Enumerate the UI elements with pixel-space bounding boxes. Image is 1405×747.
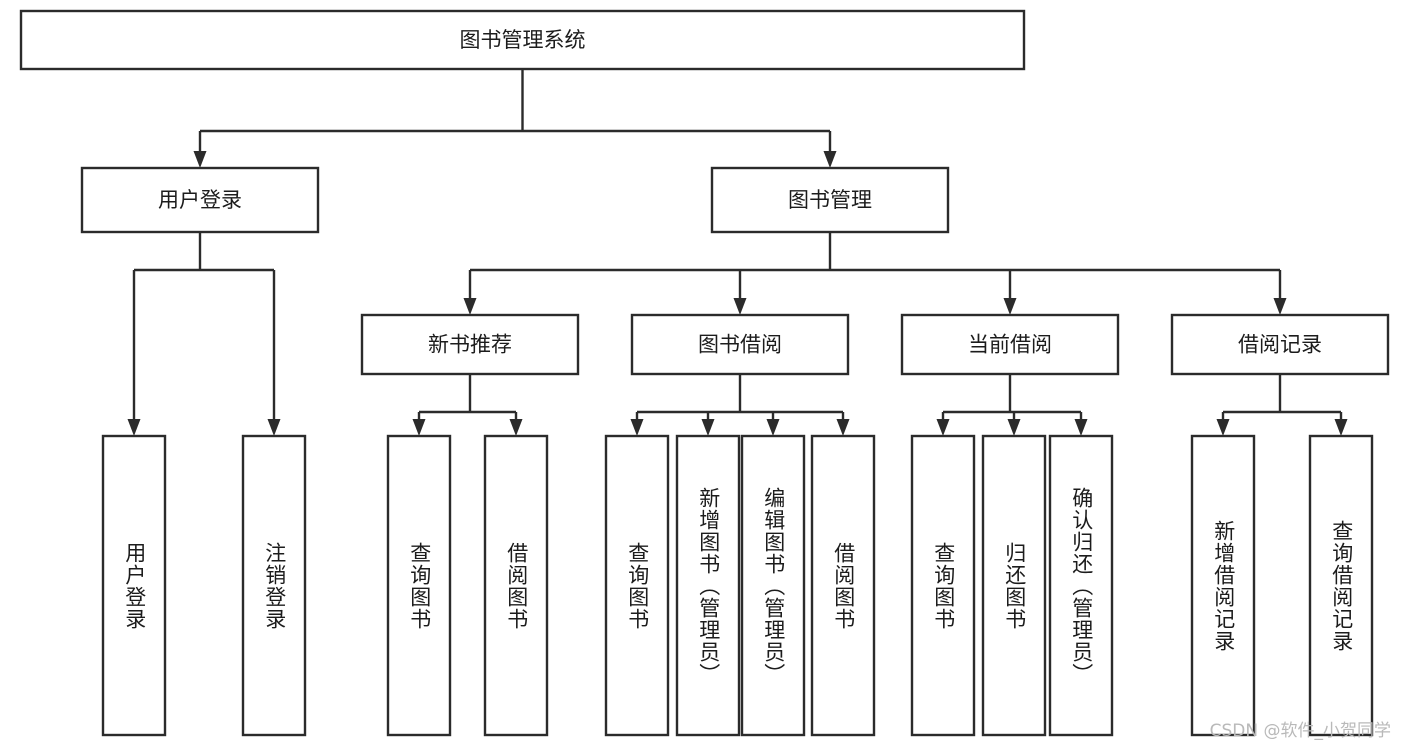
arrow-head-book-borrow-to-leaf-borrow-book [836, 419, 850, 436]
node-label-root: 图书管理系统 [460, 28, 586, 52]
arrow-head-book-manage-to-book-borrow [733, 298, 747, 315]
node-label-user-login: 用户登录 [158, 188, 242, 212]
arrow-head-current-borrow-to-leaf-query-book-current [936, 419, 950, 436]
node-box-leaf-add-book-admin[interactable] [675, 434, 741, 737]
node-label-book-borrow: 图书借阅 [698, 333, 782, 357]
arrow-head-user-login-to-leaf-user-login [127, 419, 141, 436]
node-box-current-borrow[interactable] [900, 313, 1120, 376]
node-boxes-layer [19, 9, 1390, 737]
node-box-new-book-recommend[interactable] [360, 313, 580, 376]
arrow-head-borrow-record-to-leaf-query-borrow-record [1334, 419, 1348, 436]
node-box-leaf-query-borrow-record[interactable] [1308, 434, 1374, 737]
node-box-leaf-edit-book-admin[interactable] [740, 434, 806, 737]
node-box-book-manage[interactable] [710, 166, 950, 234]
arrow-head-book-borrow-to-leaf-query-book-borrow [630, 419, 644, 436]
arrow-head-book-borrow-to-leaf-add-book-admin [701, 419, 715, 436]
node-box-leaf-confirm-return-admin[interactable] [1048, 434, 1114, 737]
node-box-leaf-return-book[interactable] [981, 434, 1047, 737]
arrow-head-root-to-user-login [193, 151, 207, 168]
node-box-leaf-user-logout[interactable] [241, 434, 307, 737]
node-box-leaf-user-login[interactable] [101, 434, 167, 737]
node-box-leaf-borrow-book[interactable] [810, 434, 876, 737]
arrow-head-current-borrow-to-leaf-return-book [1007, 419, 1021, 436]
arrow-head-book-manage-to-borrow-record [1273, 298, 1287, 315]
node-box-leaf-add-borrow-record[interactable] [1190, 434, 1256, 737]
arrow-head-borrow-record-to-leaf-add-borrow-record [1216, 419, 1230, 436]
node-label-current-borrow: 当前借阅 [968, 333, 1052, 357]
node-label-book-manage: 图书管理 [788, 188, 872, 212]
node-label-new-book-recommend: 新书推荐 [428, 333, 512, 357]
arrow-head-user-login-to-leaf-user-logout [267, 419, 281, 436]
arrow-head-book-manage-to-current-borrow [1003, 298, 1017, 315]
arrow-head-new-book-recommend-to-leaf-query-book-rec [412, 419, 426, 436]
arrow-head-root-to-book-manage [823, 151, 837, 168]
arrow-head-current-borrow-to-leaf-confirm-return-admin [1074, 419, 1088, 436]
watermark-text: CSDN @软件_小贺同学 [1209, 721, 1391, 741]
node-box-user-login[interactable] [80, 166, 320, 234]
node-box-leaf-query-book-borrow[interactable] [604, 434, 670, 737]
node-box-leaf-query-book-rec[interactable] [386, 434, 452, 737]
connectors-layer [127, 69, 1348, 436]
node-box-leaf-borrow-book-rec[interactable] [483, 434, 549, 737]
arrow-head-book-borrow-to-leaf-edit-book-admin [766, 419, 780, 436]
node-box-borrow-record[interactable] [1170, 313, 1390, 376]
node-box-root[interactable] [19, 9, 1026, 71]
arrow-head-new-book-recommend-to-leaf-borrow-book-rec [509, 419, 523, 436]
node-box-leaf-query-book-current[interactable] [910, 434, 976, 737]
node-label-borrow-record: 借阅记录 [1238, 333, 1322, 357]
arrow-head-book-manage-to-new-book-recommend [463, 298, 477, 315]
node-box-book-borrow[interactable] [630, 313, 850, 376]
